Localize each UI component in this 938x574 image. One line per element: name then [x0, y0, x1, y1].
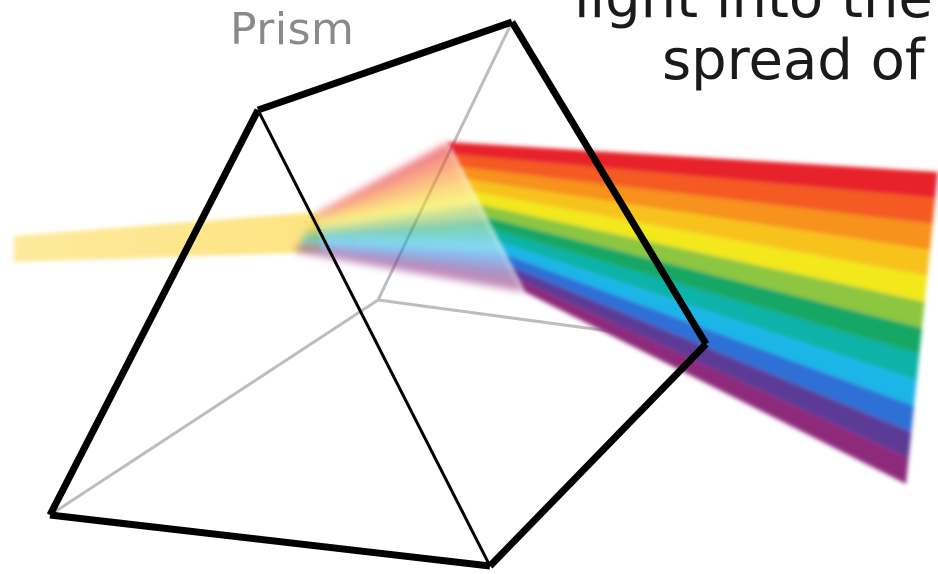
outgoing-spectrum [448, 142, 938, 484]
prism-bottom-right-edge [490, 344, 706, 566]
caption-line-1: light into the s [574, 0, 938, 31]
caption-line-2: spread of c [662, 28, 938, 93]
incoming-light-beam [14, 212, 322, 262]
prism-front-left-edge [50, 110, 258, 515]
prism-label: Prism [230, 4, 354, 55]
prism-bottom-edge [50, 515, 490, 566]
hidden-edge-back-left [50, 300, 378, 515]
